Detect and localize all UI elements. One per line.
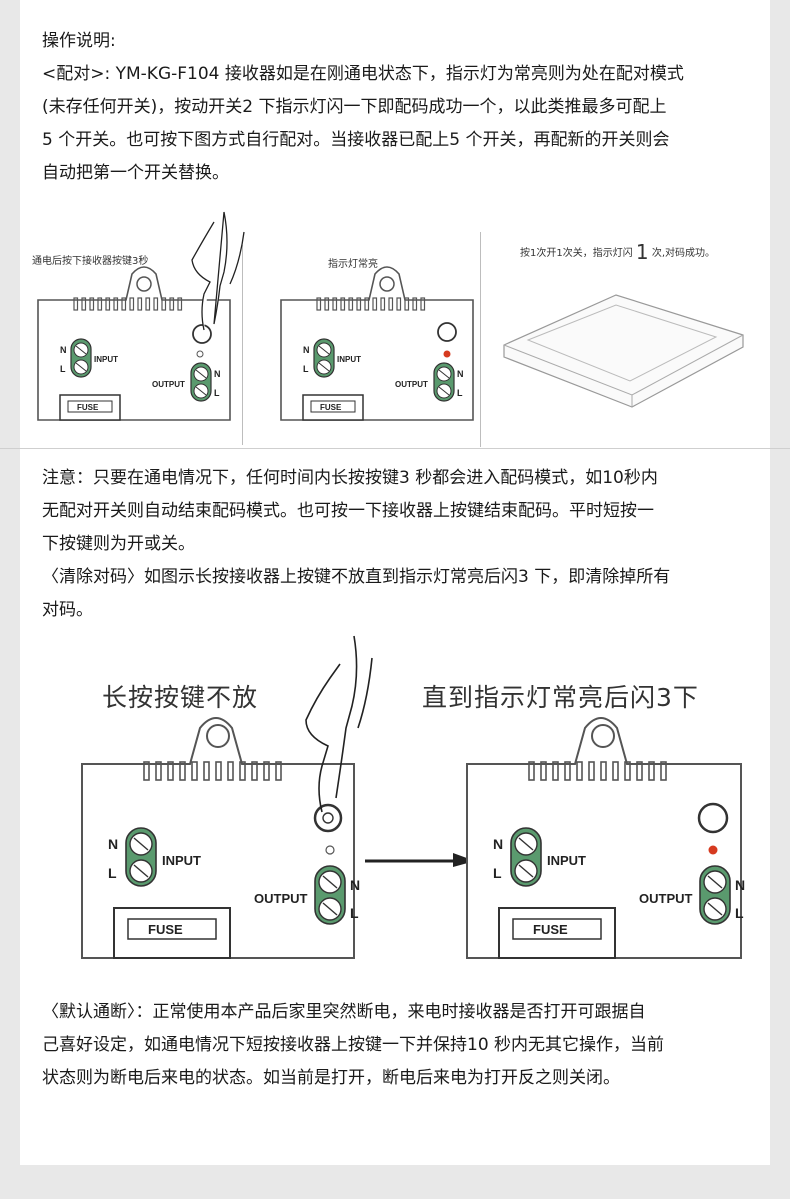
default-line: 状态则为断电后来电的状态。如当前是打开，断电后来电为打开反之则关闭。 <box>42 1068 620 1088</box>
panel3-caption-a: 按1次开1次关，指示灯闪 <box>520 248 633 259</box>
output-label: OUTPUT <box>254 891 308 906</box>
l-label: L <box>303 364 309 374</box>
output-label: OUTPUT <box>152 380 185 389</box>
fuse-label: FUSE <box>77 403 99 412</box>
input-label: INPUT <box>162 853 201 868</box>
input-label: INPUT <box>337 355 361 364</box>
intro-line: <配对>: YM-KG-F104 接收器如是在刚通电状态下，指示灯为常亮则为处在… <box>42 64 684 84</box>
input-label: INPUT <box>94 355 118 364</box>
note-line: 〈清除对码〉如图示长按接收器上按键不放直到指示灯常亮后闪3 下，即清除掉所有 <box>42 567 671 587</box>
instruction-page: 操作说明: <配对>: YM-KG-F104 接收器如是在刚通电状态下，指示灯为… <box>0 0 790 1165</box>
note-line: 无配对开关则自动结束配码模式。也可按一下接收器上按键结束配码。平时短按一 <box>42 501 654 521</box>
panel1-caption: 通电后按下接收器按键3秒 <box>32 256 149 267</box>
fuse-label: FUSE <box>148 922 183 937</box>
n-label: N <box>214 369 221 379</box>
fuse-label: FUSE <box>320 403 342 412</box>
l-label: L <box>457 388 463 398</box>
receiver-diagram-large-right: N L INPUT N L OUTPUT FUSE <box>466 717 745 959</box>
wall-switch-diagram <box>503 294 744 408</box>
l-label: L <box>214 388 220 398</box>
panel2-caption: 指示灯常亮 <box>328 259 378 270</box>
panel3-caption-count: 1 <box>635 240 649 264</box>
n-label: N <box>457 369 464 379</box>
n-label: N <box>350 877 360 893</box>
note-paragraph: 注意：只要在通电情况下，任何时间内长按按键3 秒都会进入配码模式，如10秒内 无… <box>42 462 752 627</box>
arrow-icon <box>365 853 475 867</box>
default-line: 己喜好设定，如通电情况下短按接收器上按键一下并保持10 秒内无其它操作，当前 <box>42 1035 665 1055</box>
default-line: 〈默认通断〉：正常使用本产品后家里突然断电，来电时接收器是否打开可跟据自 <box>42 1002 646 1022</box>
note-line: 下按键则为开或关。 <box>42 534 195 554</box>
note-line: 对码。 <box>42 600 93 620</box>
n-label: N <box>493 836 503 852</box>
figure-divider <box>242 245 243 445</box>
receiver-diagram-1: N L INPUT N L OUTPUT FUSE <box>37 211 245 421</box>
l-label: L <box>60 364 66 374</box>
indicator-led <box>708 845 718 855</box>
output-label: OUTPUT <box>395 380 428 389</box>
figure2-right-caption: 直到指示灯常亮后闪3下 <box>422 683 699 712</box>
indicator-led <box>443 350 451 358</box>
n-label: N <box>108 836 118 852</box>
l-label: L <box>735 905 744 921</box>
panel3-caption: 按1次开1次关，指示灯闪 1 次,对码成功。 <box>520 240 715 264</box>
panel3-caption-c: 次,对码成功。 <box>651 248 716 259</box>
input-label: INPUT <box>547 853 586 868</box>
output-label: OUTPUT <box>639 891 693 906</box>
fuse-label: FUSE <box>533 922 568 937</box>
intro-paragraph: 操作说明: <配对>: YM-KG-F104 接收器如是在刚通电状态下，指示灯为… <box>42 25 752 190</box>
n-label: N <box>303 345 310 355</box>
l-label: L <box>350 905 359 921</box>
figure-divider <box>480 232 481 447</box>
note-line: 注意：只要在通电情况下，任何时间内长按按键3 秒都会进入配码模式，如10秒内 <box>42 468 658 488</box>
section-divider <box>0 448 790 449</box>
intro-line: 5 个开关。也可按下图方式自行配对。当接收器已配上5 个开关，再配新的开关则会 <box>42 130 670 150</box>
intro-line: 自动把第一个开关替换。 <box>42 163 229 183</box>
receiver-diagram-2: N L INPUT N L OUTPUT FUSE <box>280 266 474 421</box>
receiver-diagram-large-left: N L INPUT N L OUTPUT FUSE <box>81 635 373 959</box>
n-label: N <box>735 877 745 893</box>
default-paragraph: 〈默认通断〉：正常使用本产品后家里突然断电，来电时接收器是否打开可跟据自 己喜好… <box>42 996 752 1095</box>
l-label: L <box>493 865 502 881</box>
figure2-left-caption: 长按按键不放 <box>102 683 259 712</box>
intro-line: (未存任何开关)，按动开关2 下指示灯闪一下即配码成功一个，以此类推最多可配上 <box>42 97 667 117</box>
intro-line: 操作说明: <box>42 31 116 51</box>
l-label: L <box>108 865 117 881</box>
n-label: N <box>60 345 67 355</box>
